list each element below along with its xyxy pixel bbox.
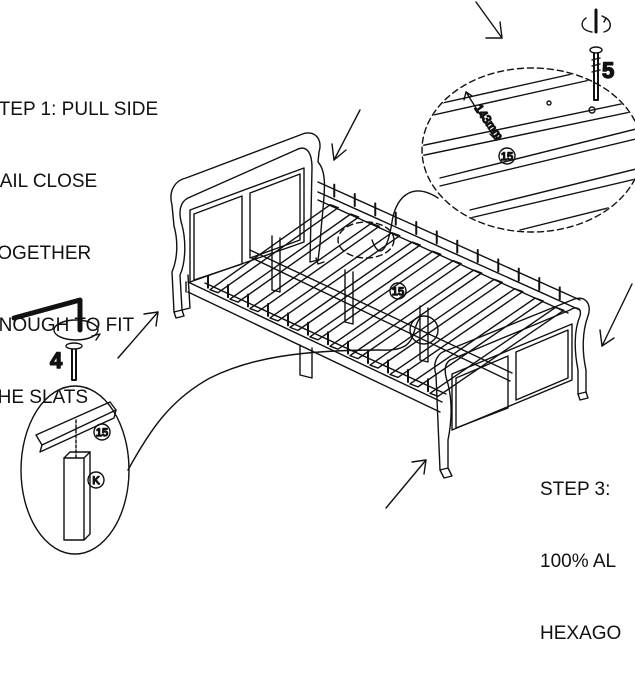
- step-1-line: ENOUGH TO FIT: [0, 315, 135, 336]
- slat-detail-callout: 143mm 15: [421, 67, 635, 233]
- bed-slat: [349, 269, 483, 360]
- bed-slat: [269, 231, 401, 322]
- part-label-15-left: 15: [96, 427, 108, 439]
- screw-number-left: 4: [50, 348, 63, 373]
- callout-target-left: [409, 315, 439, 345]
- part-circle-15-top: [498, 147, 516, 165]
- bed-slat: [229, 213, 360, 303]
- screw-assembly-left: 4: [11, 297, 101, 381]
- bed-slat: [369, 278, 503, 369]
- bed-slat: [249, 222, 380, 313]
- step-1-line: TOGETHER: [0, 243, 92, 264]
- bed-slat: [289, 241, 421, 332]
- leg-detail-callout: 15 K: [20, 385, 130, 555]
- bed-slat: [409, 297, 544, 388]
- footboard: [315, 257, 590, 479]
- bed-assembly-drawing: 143mm 15 5: [11, 1, 635, 555]
- callout-target-top: [337, 221, 395, 259]
- part-circle-15-center: [389, 282, 407, 300]
- bed-slats: [207, 183, 565, 397]
- side-rails: [185, 181, 581, 413]
- screw-number-top: 5: [602, 58, 614, 83]
- clockwise-rotate-icon: [581, 17, 611, 33]
- step-1-line: STEP 1: PULL SIDE: [0, 99, 159, 120]
- step-3-instruction: STEP 3: 100% AL HEXAGO: [540, 430, 621, 694]
- bed-slat: [209, 203, 339, 294]
- step-1-line: RAIL CLOSE: [0, 171, 98, 192]
- bed-slat: [429, 306, 565, 397]
- screw-icon-left: [71, 349, 77, 381]
- screw-assembly-top: 5: [581, 8, 615, 101]
- part-label-15-top: 15: [501, 151, 513, 163]
- part-label-k: K: [92, 475, 100, 487]
- assembly-diagram: 143mm 15 5: [0, 1, 635, 644]
- callout-leader-top: [371, 190, 439, 252]
- part-label-15-center: 15: [392, 286, 404, 298]
- bed-slat: [329, 259, 462, 350]
- washer-icon: [589, 46, 603, 54]
- screw-icon: [593, 52, 599, 101]
- step-3-line: STEP 3:: [540, 479, 611, 500]
- step-3-line: 100% AL: [540, 551, 617, 572]
- bed-slat: [309, 250, 442, 341]
- washer-icon-left: [65, 342, 83, 350]
- dimension-label: 143mm: [472, 102, 506, 143]
- step-3-line: HEXAGO: [540, 623, 622, 644]
- callout-leader-left: [127, 317, 421, 471]
- step-1-line: THE SLATS: [0, 387, 89, 408]
- assembly-arrow-icon: [117, 1, 633, 509]
- part-circle-15-left: [93, 423, 111, 441]
- part-circle-k: [87, 471, 105, 489]
- step-1-instruction: STEP 1: PULL SIDE RAIL CLOSE TOGETHER EN…: [0, 50, 158, 458]
- bed-slat: [389, 287, 524, 379]
- clockwise-rotate-icon-left: [53, 319, 99, 341]
- headboard: [170, 132, 326, 319]
